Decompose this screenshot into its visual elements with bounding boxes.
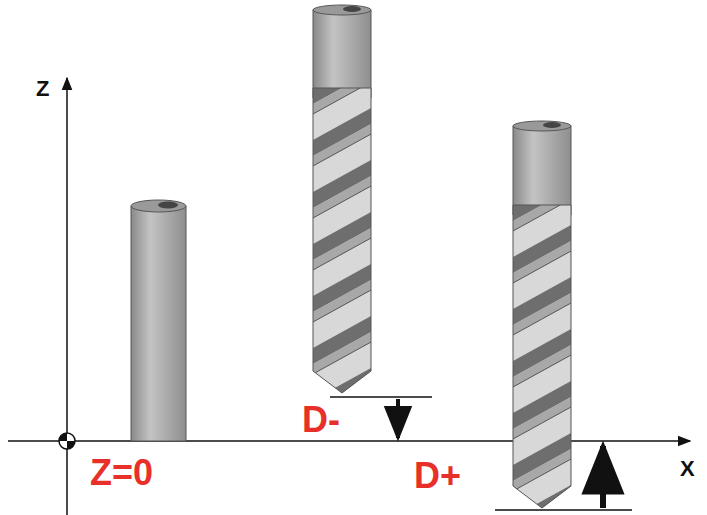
dimension-label: D- [302, 402, 340, 438]
dimension-d-plus [495, 446, 632, 510]
axis-label: Z [36, 78, 49, 100]
axis-label: X [680, 458, 695, 480]
reference-tool [131, 200, 186, 441]
dimension-label: D+ [414, 458, 461, 494]
dimension-d-minus [330, 397, 432, 438]
datum-label: Z=0 [90, 455, 153, 491]
twist-drill [513, 121, 571, 515]
origin-symbol [59, 433, 75, 449]
x-axis [8, 440, 690, 442]
